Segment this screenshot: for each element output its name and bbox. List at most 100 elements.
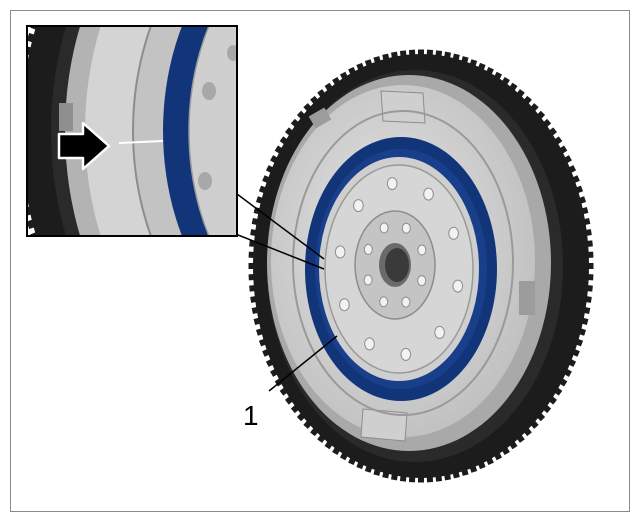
gear-tooth bbox=[27, 192, 33, 203]
bolt-hole bbox=[386, 177, 398, 191]
bolt-hole bbox=[401, 222, 411, 234]
gear-tooth bbox=[81, 332, 94, 345]
gear-tooth bbox=[561, 155, 572, 165]
gear-tooth bbox=[74, 322, 87, 335]
gear-tooth bbox=[507, 438, 518, 450]
gear-tooth bbox=[16, 140, 26, 148]
gear-tooth bbox=[364, 462, 374, 473]
inset-pointer-line bbox=[118, 140, 164, 144]
gear-tooth bbox=[556, 376, 568, 387]
gear-tooth bbox=[534, 110, 546, 122]
inset-leader-lower bbox=[232, 232, 325, 270]
gear-tooth bbox=[426, 473, 434, 483]
gear-tooth bbox=[332, 444, 342, 455]
arrow-right-icon bbox=[57, 121, 111, 171]
gear-tooth bbox=[27, 153, 28, 163]
gear-tooth bbox=[97, 351, 110, 364]
gear-tooth bbox=[540, 118, 552, 130]
gear-tooth bbox=[171, 406, 182, 418]
gear-tooth bbox=[540, 402, 552, 414]
gear-tooth bbox=[583, 284, 593, 292]
gear-tooth bbox=[141, 389, 153, 402]
gear-tooth bbox=[575, 327, 587, 336]
gear-tooth bbox=[426, 49, 434, 59]
gear-tooth bbox=[213, 421, 223, 432]
gear-tooth bbox=[382, 53, 390, 64]
rim-notch-top-left bbox=[308, 107, 332, 129]
gear-tooth bbox=[27, 32, 39, 44]
callout-number-1: 1 bbox=[243, 400, 259, 431]
gear-tooth bbox=[435, 50, 443, 60]
gear-tooth bbox=[480, 20, 492, 31]
gear-tooth bbox=[249, 284, 259, 292]
gear-tooth bbox=[192, 414, 202, 426]
gear-tooth bbox=[67, 312, 80, 324]
gear-tooth bbox=[253, 316, 264, 325]
gear-tooth bbox=[123, 375, 135, 388]
gear-tooth bbox=[468, 462, 478, 473]
gear-tooth bbox=[339, 71, 350, 83]
gear-tooth bbox=[250, 229, 261, 237]
figure-frame: 1 bbox=[10, 10, 630, 512]
bolt-hole bbox=[334, 245, 346, 259]
gear-tooth bbox=[348, 454, 358, 466]
gear-tooth bbox=[500, 444, 510, 455]
gear-tooth bbox=[310, 95, 321, 107]
gear-tooth bbox=[34, 11, 46, 19]
gear-tooth bbox=[492, 71, 503, 83]
dual-mass-flywheel-illustration bbox=[16, 11, 594, 483]
gear-tooth bbox=[418, 473, 424, 483]
gear-tooth bbox=[476, 458, 486, 470]
gear-tooth bbox=[452, 53, 460, 64]
gear-tooth bbox=[500, 77, 510, 88]
gear-tooth bbox=[303, 418, 314, 429]
gear-tooth bbox=[581, 229, 592, 237]
gear-tooth bbox=[262, 175, 273, 185]
gear-tooth bbox=[268, 426, 276, 436]
gear-tooth bbox=[114, 367, 126, 380]
gear-tooth bbox=[270, 155, 281, 165]
gear-tooth bbox=[584, 263, 594, 269]
bolt-hole bbox=[423, 187, 434, 201]
gear-tooth bbox=[348, 66, 358, 78]
gear-tooth bbox=[356, 458, 366, 470]
gear-tooth bbox=[584, 273, 594, 281]
gear-tooth bbox=[460, 56, 469, 67]
gear-tooth bbox=[583, 240, 593, 248]
gear-tooth bbox=[161, 401, 172, 413]
gear-tooth bbox=[30, 26, 43, 32]
gear-tooth bbox=[534, 410, 546, 422]
gear-tooth bbox=[489, 59, 501, 69]
gear-tooth bbox=[251, 218, 262, 226]
bolt-hole bbox=[452, 279, 464, 293]
gear-tooth bbox=[54, 290, 67, 302]
gear-tooth bbox=[324, 82, 335, 94]
gear-tooth bbox=[248, 273, 258, 281]
gear-tooth bbox=[580, 218, 591, 226]
gear-tooth bbox=[443, 470, 451, 481]
hub-outer-bolt-holes bbox=[334, 177, 464, 361]
gear-tooth bbox=[487, 46, 499, 56]
gear-tooth bbox=[274, 145, 286, 156]
gear-tooth bbox=[484, 66, 494, 78]
gear-tooth bbox=[248, 263, 258, 269]
gear-tooth bbox=[265, 165, 277, 175]
gear-tooth bbox=[460, 465, 469, 476]
bolt-hole bbox=[363, 243, 373, 255]
gear-tooth bbox=[105, 359, 117, 372]
gear-tooth bbox=[569, 175, 580, 185]
gear-tooth bbox=[262, 347, 273, 357]
gear-tooth bbox=[572, 337, 584, 347]
detail-inset bbox=[16, 11, 501, 436]
bolt-hole bbox=[339, 298, 350, 312]
gear-tooth bbox=[373, 56, 382, 67]
gear-tooth bbox=[39, 255, 51, 267]
gear-tooth bbox=[399, 50, 407, 60]
gear-tooth bbox=[296, 110, 308, 122]
gear-tooth bbox=[408, 473, 416, 483]
gear-tooth bbox=[248, 251, 258, 259]
gear-tooth bbox=[296, 410, 308, 422]
gear-tooth bbox=[278, 424, 287, 435]
gear-tooth bbox=[435, 472, 443, 482]
bolt-hole bbox=[400, 347, 412, 361]
